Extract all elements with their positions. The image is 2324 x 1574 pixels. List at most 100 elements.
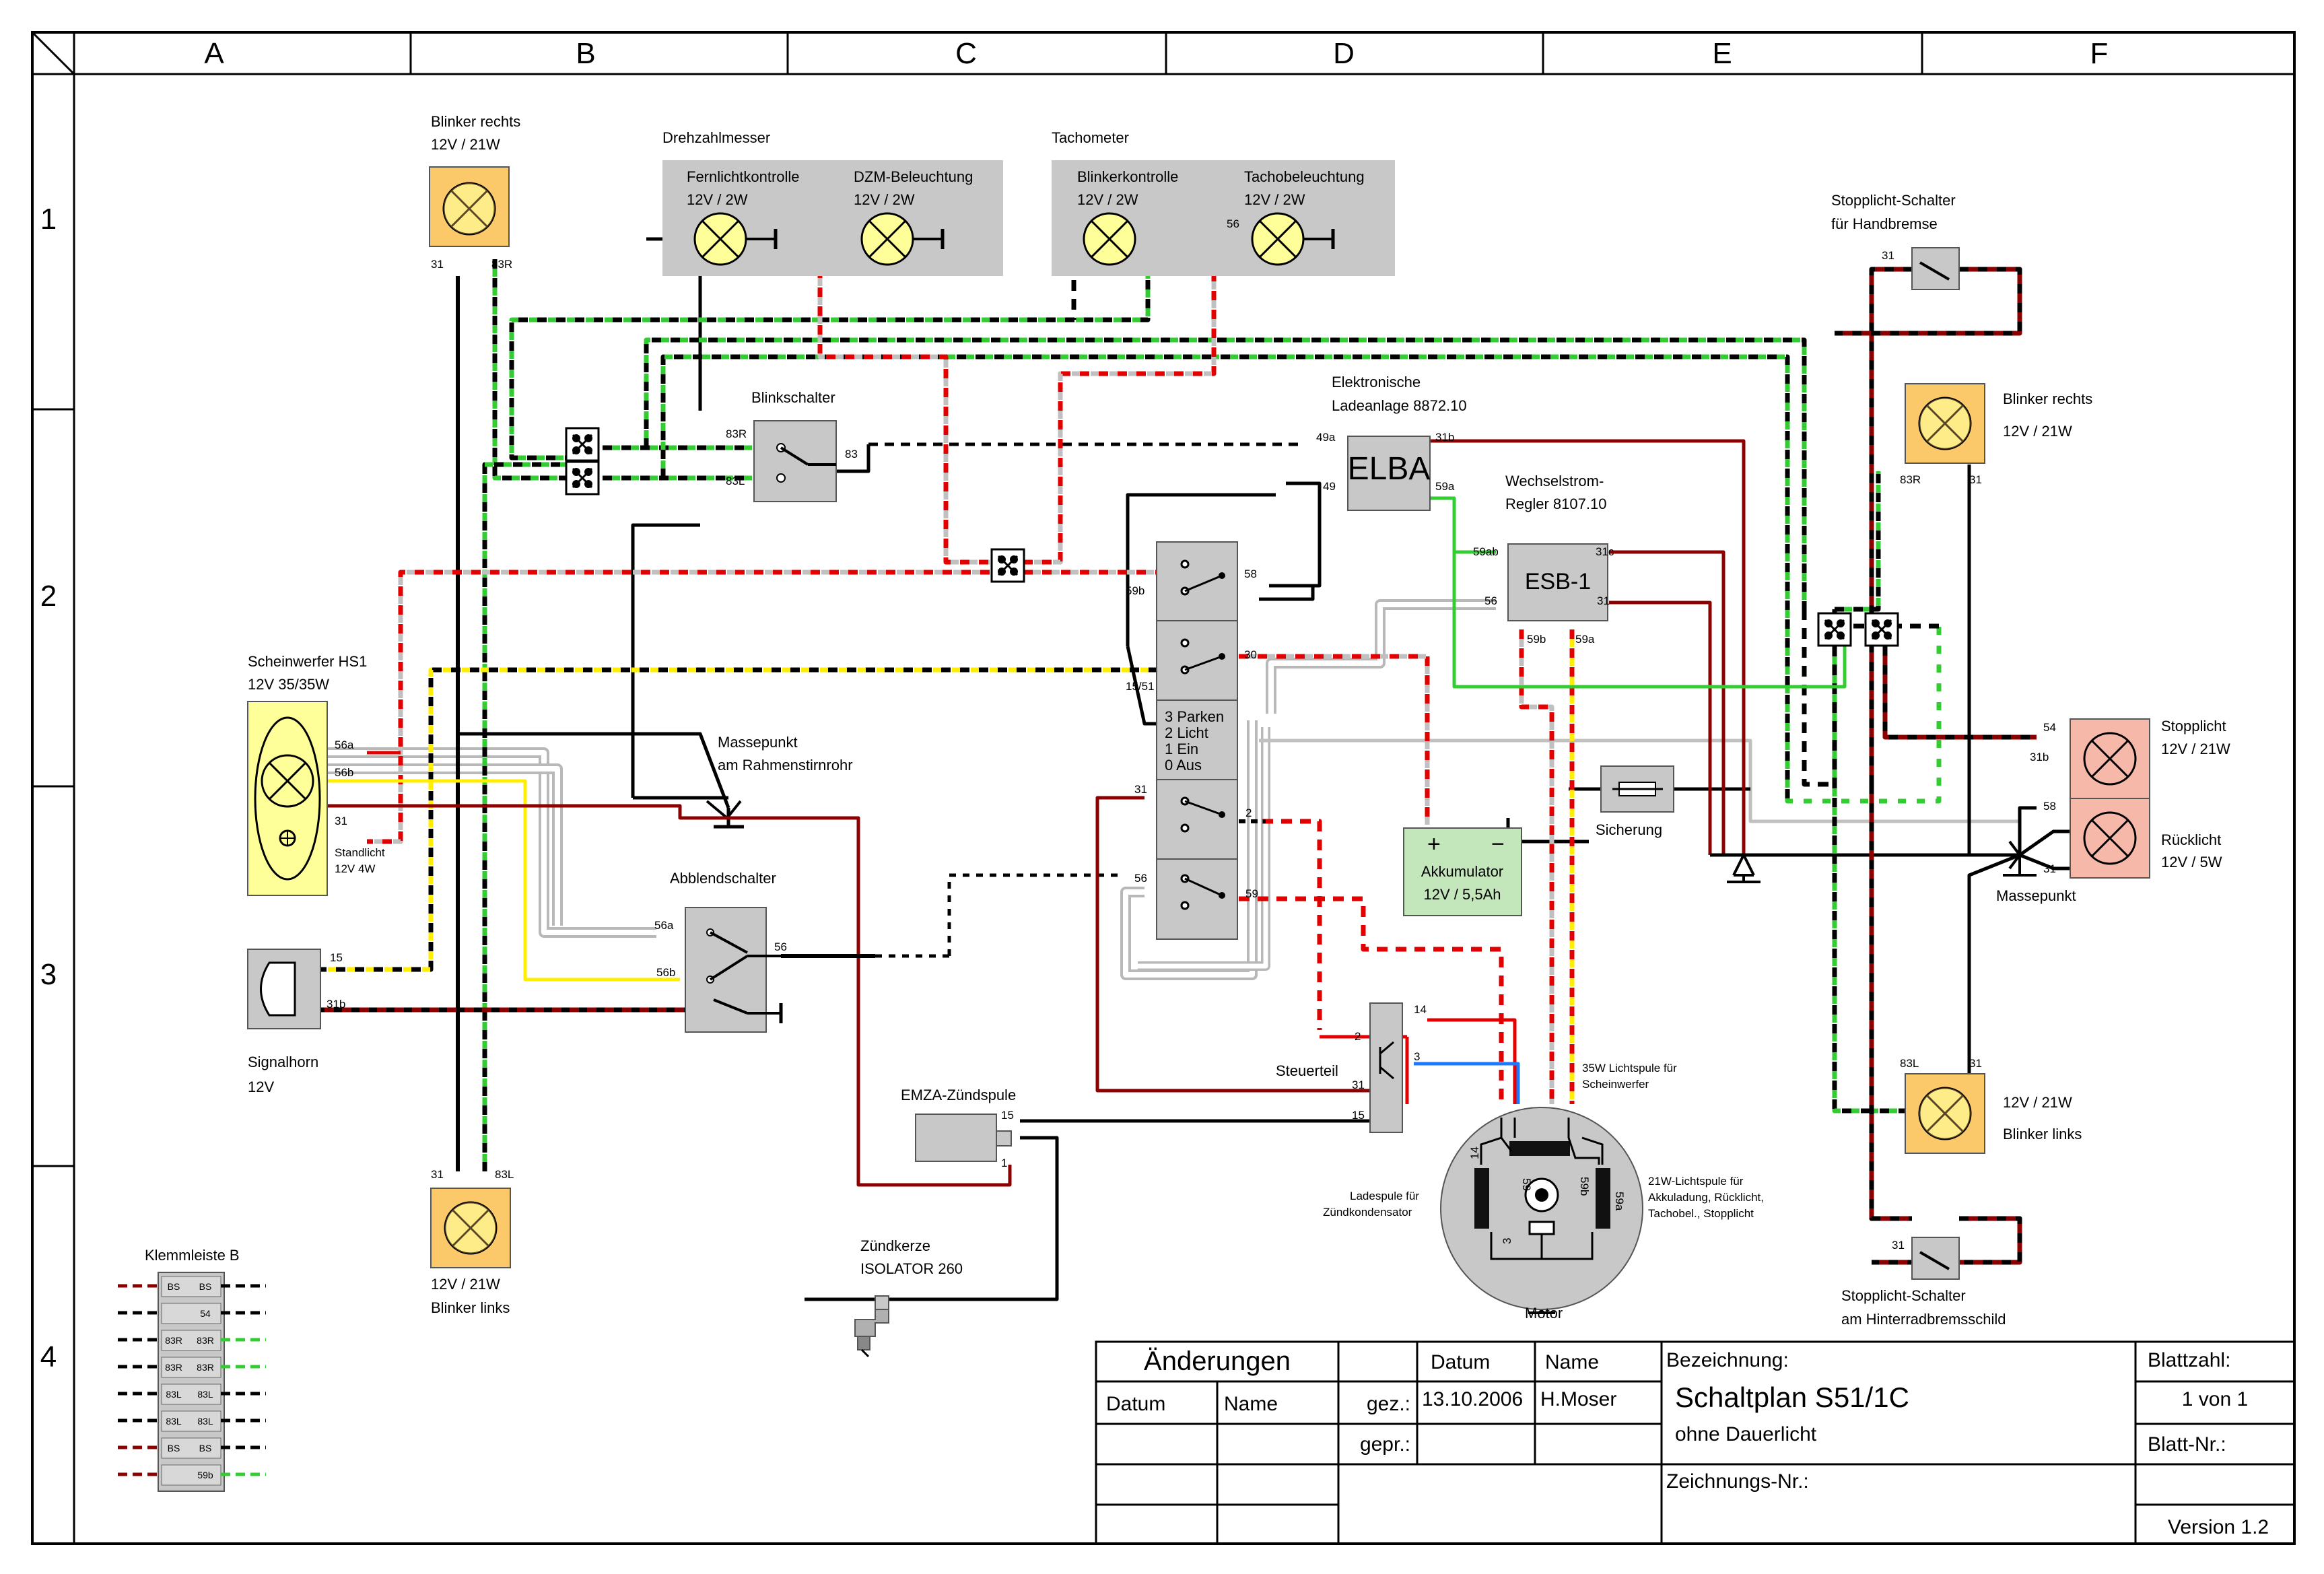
svg-text:Name: Name: [1545, 1351, 1599, 1373]
svg-text:83R: 83R: [1900, 473, 1921, 486]
svg-text:15: 15: [1352, 1109, 1365, 1122]
row-label-1: 1: [40, 203, 57, 236]
klemm-label: BS: [199, 1443, 212, 1453]
blinker-rechts-top: Blinker rechts 12V / 21W 31 83R: [429, 113, 520, 271]
klemm-label: BS: [168, 1281, 180, 1292]
svg-text:1: 1: [1001, 1157, 1007, 1169]
svg-text:56: 56: [1134, 872, 1147, 885]
svg-text:83: 83: [845, 448, 858, 460]
svg-text:Rücklicht: Rücklicht: [2161, 831, 2221, 848]
svg-text:Datum: Datum: [1431, 1351, 1490, 1373]
klemm-terminal: [161, 1357, 221, 1378]
svg-text:49: 49: [1323, 480, 1336, 493]
svg-text:Stopplicht-Schalter: Stopplicht-Schalter: [1831, 192, 1956, 209]
klemm-terminal: [161, 1437, 221, 1459]
svg-text:31: 31: [1882, 249, 1894, 262]
svg-text:Bezeichnung:: Bezeichnung:: [1666, 1349, 1789, 1371]
klemm-label: BS: [168, 1443, 180, 1453]
esb-regler: ESB-1 Wechselstrom- Regler 8107.10 59ab …: [1473, 473, 1614, 646]
stopplicht-schalter-hinterrad: 31 Stopplicht-Schalter am Hinterradbrems…: [1841, 1237, 2006, 1328]
svg-text:56a: 56a: [654, 919, 674, 932]
wires: [316, 236, 2070, 1314]
klemm-terminal: [161, 1410, 221, 1432]
klemm-label: BS: [199, 1281, 212, 1292]
svg-text:DZM-Beleuchtung: DZM-Beleuchtung: [854, 168, 973, 185]
klemm-label: 83R: [197, 1335, 214, 1346]
svg-text:12V 35/35W: 12V 35/35W: [248, 676, 329, 693]
svg-text:31: 31: [335, 815, 347, 827]
svg-text:Zündkerze: Zündkerze: [860, 1237, 930, 1254]
title-block: Änderungen Datum Name Datum Name gez.: 1…: [1095, 1340, 2296, 1545]
klemm-label: 83R: [197, 1362, 214, 1373]
dzm-lamp-icon: [860, 212, 914, 266]
connector-right-2: [1864, 612, 1899, 647]
svg-text:2 Licht: 2 Licht: [1165, 724, 1208, 741]
svg-text:14: 14: [1468, 1147, 1481, 1159]
svg-text:Akkumulator: Akkumulator: [1421, 863, 1503, 880]
svg-text:59b: 59b: [1126, 584, 1144, 597]
klemm-label: 83L: [166, 1416, 182, 1427]
svg-text:Steuerteil: Steuerteil: [1276, 1062, 1338, 1079]
emza-zuendspule: EMZA-Zündspule 15 1: [901, 1087, 1016, 1169]
svg-text:gez.:: gez.:: [1367, 1393, 1410, 1415]
svg-text:31: 31: [431, 1168, 444, 1181]
klemm-label: 54: [200, 1308, 211, 1319]
svg-text:Massepunkt: Massepunkt: [718, 734, 798, 751]
row-labels: 1 2 3 4: [40, 203, 57, 1373]
svg-text:59b: 59b: [1578, 1177, 1591, 1196]
svg-text:Blinker rechts: Blinker rechts: [431, 113, 520, 130]
svg-text:12V / 5W: 12V / 5W: [2161, 854, 2222, 870]
svg-text:Tachobel., Stopplicht: Tachobel., Stopplicht: [1648, 1207, 1754, 1220]
svg-text:14: 14: [1414, 1003, 1427, 1016]
svg-text:56: 56: [1227, 217, 1239, 230]
klemm-terminal: [161, 1464, 221, 1486]
scheinwerfer-hs1: Scheinwerfer HS1 12V 35/35W 56a 56b 31 S…: [247, 653, 385, 896]
svg-text:31b: 31b: [1435, 431, 1454, 444]
svg-text:Fernlichtkontrolle: Fernlichtkontrolle: [687, 168, 800, 185]
connector-tacho: [990, 548, 1025, 583]
svg-text:Tachometer: Tachometer: [1052, 129, 1129, 146]
svg-text:12V / 21W: 12V / 21W: [2003, 423, 2072, 440]
connector-right-1: [1817, 612, 1852, 647]
svg-text:56: 56: [774, 940, 787, 953]
svg-text:für Handbremse: für Handbremse: [1831, 215, 1938, 232]
svg-text:Tachobeleuchtung: Tachobeleuchtung: [1244, 168, 1365, 185]
svg-text:Blinkschalter: Blinkschalter: [751, 389, 835, 406]
zuendschloss: 3 Parken 2 Licht 1 Ein 0 Aus 59b 58 15/5…: [1126, 541, 1258, 940]
svg-text:Blinker rechts: Blinker rechts: [2003, 390, 2092, 407]
svg-text:12V / 5,5Ah: 12V / 5,5Ah: [1424, 886, 1501, 903]
row-label-4: 4: [40, 1340, 57, 1373]
svg-text:12V / 2W: 12V / 2W: [687, 191, 748, 208]
blinker-links-bottom: 31 83L 12V / 21W Blinker links: [430, 1168, 514, 1316]
svg-text:31: 31: [2043, 862, 2056, 875]
svg-text:H.Moser: H.Moser: [1540, 1388, 1616, 1410]
sicherung: Sicherung: [1596, 765, 1674, 838]
tachometer-gauge: Tachometer Blinkerkontrolle 12V / 2W Tac…: [1052, 129, 1395, 276]
svg-text:58: 58: [2043, 800, 2056, 813]
svg-text:Änderungen: Änderungen: [1144, 1346, 1291, 1376]
svg-text:56a: 56a: [335, 739, 354, 751]
svg-text:31: 31: [1134, 783, 1147, 796]
column-label-e: E: [1712, 37, 1732, 70]
svg-text:49a: 49a: [1316, 431, 1336, 444]
svg-text:59: 59: [1245, 887, 1258, 900]
stopplicht-ruecklicht: Stopplicht 12V / 21W 54 31b Rücklicht 12…: [2030, 718, 2230, 879]
svg-text:Ladeanlage 8872.10: Ladeanlage 8872.10: [1332, 397, 1467, 414]
svg-text:31: 31: [1352, 1079, 1365, 1091]
svg-text:Akkuladung, Rücklicht,: Akkuladung, Rücklicht,: [1648, 1191, 1764, 1204]
svg-text:1 Ein: 1 Ein: [1165, 741, 1198, 757]
svg-text:Blinkerkontrolle: Blinkerkontrolle: [1077, 168, 1178, 185]
svg-text:12V / 2W: 12V / 2W: [854, 191, 915, 208]
svg-text:Stopplicht-Schalter: Stopplicht-Schalter: [1841, 1287, 1966, 1304]
svg-text:12V / 21W: 12V / 21W: [2003, 1094, 2072, 1111]
svg-text:31b: 31b: [2030, 751, 2049, 763]
svg-text:3 Parken: 3 Parken: [1165, 708, 1224, 725]
signalhorn: Signalhorn 12V 15 31b: [247, 949, 345, 1095]
svg-text:59a: 59a: [1435, 480, 1455, 493]
svg-text:2: 2: [1355, 1030, 1361, 1043]
svg-text:59ab: 59ab: [1473, 545, 1499, 558]
svg-text:2: 2: [1245, 807, 1252, 819]
svg-text:−: −: [1491, 831, 1505, 857]
svg-text:Elektronische: Elektronische: [1332, 374, 1421, 390]
